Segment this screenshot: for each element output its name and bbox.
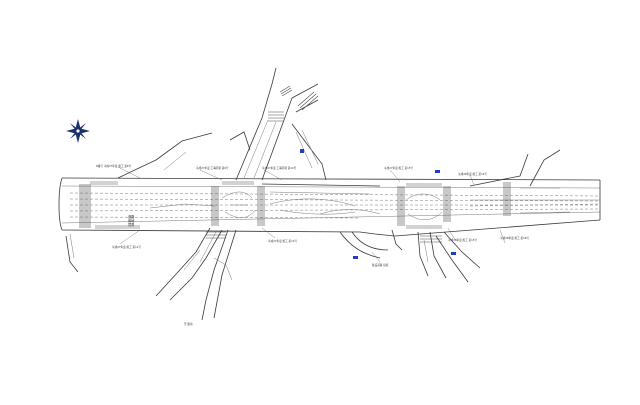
right-lower-note-1: 平成28年度 施工 第15号 xyxy=(448,238,477,242)
east-end xyxy=(469,149,601,220)
right-lower-note-2: 平成28年度 施工 第16号 xyxy=(500,236,529,240)
right-upper-note-1: 平成27年度 施工 第13号 xyxy=(384,166,413,170)
central-intersection xyxy=(211,181,265,226)
west-end xyxy=(58,132,213,273)
plan-labels: 道路 用地 境界 R番号 平成27年度 施工 第8号 平成27年度 工事区間 第… xyxy=(96,164,529,326)
bottom-note: 既設道路 接続 xyxy=(372,263,389,267)
sign-east-branch xyxy=(435,170,440,173)
center-upper-left-note: 平成27年度 工事区間 第9号 xyxy=(196,166,229,170)
sign-east-street xyxy=(451,252,456,255)
callout-lines xyxy=(117,166,506,263)
center-lower-right-note: 平成27年度 施工 第12号 xyxy=(268,239,297,243)
south-road-note: 至 駅前 xyxy=(184,322,193,326)
west-block-line-2: 用地 xyxy=(128,218,135,223)
main-road xyxy=(61,177,601,237)
north-road xyxy=(229,67,327,181)
sign-north-road xyxy=(300,149,304,153)
north-arrow-icon xyxy=(66,119,90,143)
right-upper-note-2: 平成28年度 施工 第14号 xyxy=(458,172,487,176)
crosswalk-west xyxy=(79,181,140,229)
top-left-note: R番号 平成27年度 施工 第8号 xyxy=(96,164,132,168)
center-upper-right-note: 平成27年度 工事区間 第10号 xyxy=(262,166,297,170)
center-lower-left-note: 平成27年度 施工 第11号 xyxy=(112,245,141,249)
traffic-signs xyxy=(300,149,456,259)
west-block-line-1: 道路 xyxy=(128,214,135,219)
west-block-line-3: 境界 xyxy=(128,222,135,227)
south-roads xyxy=(155,227,237,321)
sign-south-road xyxy=(353,256,358,259)
east-intersection xyxy=(391,183,481,283)
median-island xyxy=(261,183,389,259)
